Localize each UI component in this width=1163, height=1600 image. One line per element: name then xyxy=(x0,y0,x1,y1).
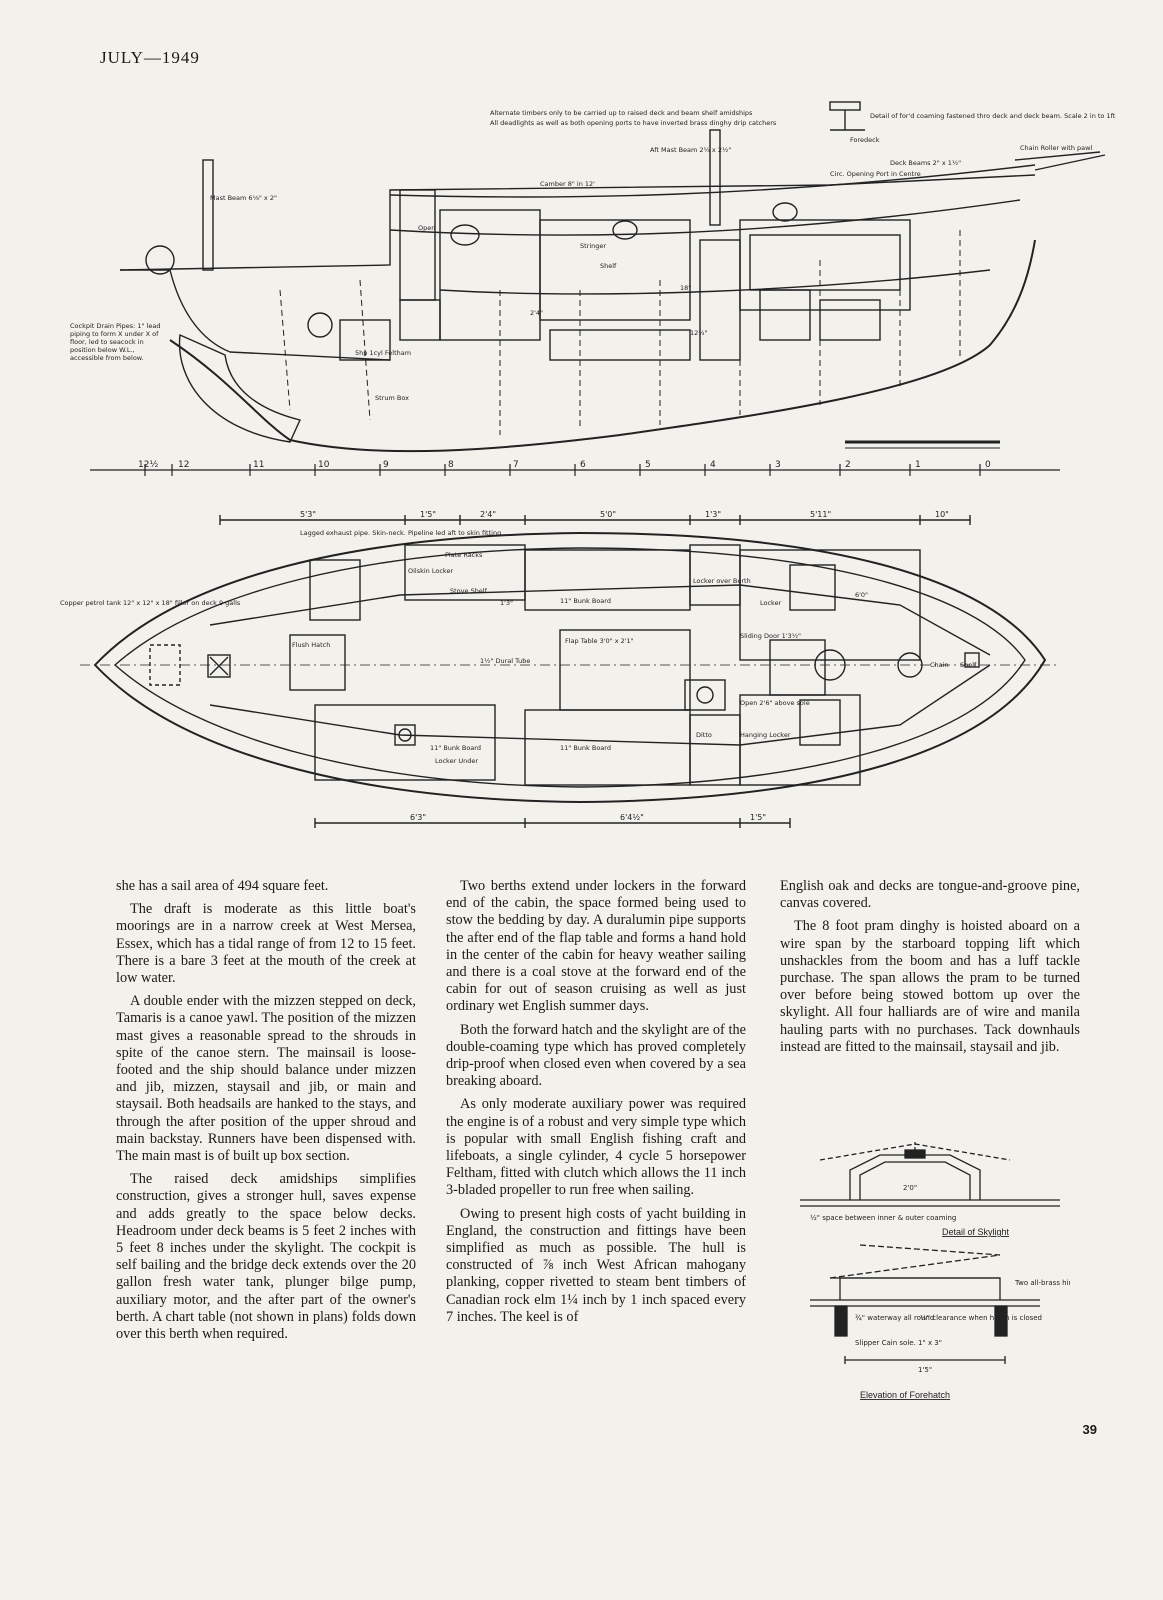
station-12: 12 xyxy=(178,460,189,470)
station-1: 1 xyxy=(915,460,921,470)
plan-drawing-svg: 5'3" 1'5" 2'4" 5'0" 1'3" 5'11" 10" 6'3" … xyxy=(60,510,1060,828)
skylight-svg: 2'0" ½" space between inner & outer coam… xyxy=(800,1140,1060,1237)
label-deck-beams: Deck Beams 2" x 1½" xyxy=(890,159,961,167)
forehatch-slipper: Slipper Cain sole. 1" x 3" xyxy=(855,1339,942,1347)
station-9: 9 xyxy=(383,460,389,470)
label-locker-over-berth: Locker over Berth xyxy=(693,577,751,585)
station-5: 5 xyxy=(645,460,651,470)
dim-top-5: 1'3" xyxy=(705,510,721,519)
col2-paragraph-4: Owing to present high costs of yacht bui… xyxy=(446,1205,746,1325)
station-3: 3 xyxy=(775,460,781,470)
dim-top-2: 1'5" xyxy=(420,510,436,519)
profile-drawing-svg: 12½ 12 11 10 9 8 7 6 5 4 3 2 1 0 Alterna… xyxy=(70,101,1116,476)
label-flush-hatch: Flush Hatch xyxy=(292,641,330,649)
label-flap-table: Flap Table 3'0" x 2'1" xyxy=(565,637,634,645)
col2-paragraph-2: Both the forward hatch and the skylight … xyxy=(446,1021,746,1090)
col1-paragraph-2: The draft is moderate as this little boa… xyxy=(116,901,416,987)
label-copper-tank: Copper petrol tank 12" x 12" x 18" fille… xyxy=(60,599,241,607)
label-oilskin: Oilskin Locker xyxy=(408,567,453,575)
label-stringer: Stringer xyxy=(580,242,606,250)
station-8: 8 xyxy=(448,460,454,470)
forehatch-clearance: ⅛" clearance when hatch is closed xyxy=(920,1314,1042,1322)
label-bunk-board-top: 11" Bunk Board xyxy=(560,597,611,605)
note-a: Alternate timbers only to be carried up … xyxy=(490,109,753,117)
forehatch-two-hinges: Two all-brass hinges xyxy=(1014,1279,1070,1287)
label-bunk-board-bot1: 11" Bunk Board xyxy=(430,744,481,752)
label-cockpit-drain: Cockpit Drain Pipes: 1" lead piping to f… xyxy=(70,322,161,362)
label-opening-port: Circ. Opening Port in Centre xyxy=(830,170,921,178)
label-mast-beam: Mast Beam 6⅛" x 2" xyxy=(210,194,277,202)
skylight-caption: Detail of Skylight xyxy=(942,1227,1010,1237)
label-dural-tube: 1½" Dural Tube xyxy=(480,657,530,665)
skylight-dim: 2'0" xyxy=(903,1184,917,1192)
dim-top-7: 10" xyxy=(935,510,949,519)
col2-paragraph-1: Two berths extend under lockers in the f… xyxy=(446,878,746,1015)
label-hanging-locker: Hanging Locker xyxy=(740,731,791,739)
station-7: 7 xyxy=(513,460,519,470)
dim-top-1: 5'3" xyxy=(300,510,316,519)
label-stove-shelf: Stove Shelf xyxy=(450,587,488,595)
label-open-above-sole: Open 2'6" above sole xyxy=(740,699,810,707)
skylight-note: ½" space between inner & outer coaming xyxy=(810,1214,956,1222)
col1-paragraph-3: A double ender with the mizzen stepped o… xyxy=(116,993,416,1165)
label-dim-12: 12¾" xyxy=(690,329,708,337)
label-dim-6-0: 6'0" xyxy=(855,591,868,599)
col3-paragraph-2: The 8 foot pram dinghy is hoisted aboard… xyxy=(780,918,1080,1055)
label-foredeck: Foredeck xyxy=(850,136,880,144)
label-shelf-bow: Shelf xyxy=(960,661,977,669)
label-ditto: Ditto xyxy=(696,731,712,739)
dim-bottom-1: 6'3" xyxy=(410,813,426,822)
dim-top-4: 5'0" xyxy=(600,510,616,519)
page-number: 39 xyxy=(1082,1422,1097,1437)
station-2: 2 xyxy=(845,460,851,470)
label-aft-mast-beam: Aft Mast Beam 2¼ x 2½" xyxy=(650,146,731,154)
label-open: Open xyxy=(418,224,435,232)
note-b: All deadlights as well as both opening p… xyxy=(490,119,777,127)
col2-paragraph-3: As only moderate auxiliary power was req… xyxy=(446,1096,746,1199)
label-chain: Chain xyxy=(930,661,949,669)
label-strum-box: Strum Box xyxy=(375,394,409,402)
station-0: 0 xyxy=(985,460,991,470)
label-exhaust: Lagged exhaust pipe. Skin-neck. Pipeline… xyxy=(300,529,501,537)
label-dim-2-4: 2'4" xyxy=(530,309,543,317)
plan-drawing: 5'3" 1'5" 2'4" 5'0" 1'3" 5'11" 10" 6'3" … xyxy=(60,505,1120,835)
label-chain-roller: Chain Roller with pawl xyxy=(1020,144,1092,152)
station-12-5: 12½ xyxy=(138,460,158,470)
station-4: 4 xyxy=(710,460,716,470)
station-10: 10 xyxy=(318,460,330,470)
page-header-date: JULY—1949 xyxy=(100,48,200,67)
article-body: she has a sail area of 494 square feet. … xyxy=(116,878,1098,1434)
dim-top-6: 5'11" xyxy=(810,510,831,519)
label-feltham: 5hp 1cyl Feltham xyxy=(355,349,411,357)
col1-paragraph-1: she has a sail area of 494 square feet. xyxy=(116,878,329,894)
label-detail-ford: Detail of for'd coaming fastened thro de… xyxy=(870,112,1116,120)
forehatch-svg: Two all-brass hinges ¾" waterway all rou… xyxy=(810,1244,1070,1400)
label-locker-under: Locker Under xyxy=(435,757,478,765)
forehatch-caption: Elevation of Forehatch xyxy=(860,1390,950,1400)
forehatch-elevation: Two all-brass hinges ¾" waterway all rou… xyxy=(800,1240,1070,1405)
station-11: 11 xyxy=(253,460,264,470)
label-dim-1-3: 1'3" xyxy=(500,599,513,607)
label-plate-racks: Plate Racks xyxy=(445,551,483,559)
article-column-2: Two berths extend under lockers in the f… xyxy=(446,878,746,1332)
station-6: 6 xyxy=(580,460,586,470)
col1-paragraph-4: The raised deck amidships simplifies con… xyxy=(116,1171,416,1343)
dim-bottom-3: 1'5" xyxy=(750,813,766,822)
label-camber: Camber 8" in 12' xyxy=(540,180,595,188)
label-sliding-door: Sliding Door 1'3½" xyxy=(740,632,801,640)
label-bunk-board-bot2: 11" Bunk Board xyxy=(560,744,611,752)
profile-drawing: 12½ 12 11 10 9 8 7 6 5 4 3 2 1 0 Alterna… xyxy=(60,90,1120,490)
label-locker: Locker xyxy=(760,599,782,607)
skylight-detail: 2'0" ½" space between inner & outer coam… xyxy=(800,1130,1070,1240)
label-dim-18: 18" xyxy=(680,284,691,292)
dim-bottom-2: 6'4½" xyxy=(620,813,644,822)
dim-top-3: 2'4" xyxy=(480,510,496,519)
forehatch-waterway: ¾" waterway all round xyxy=(855,1314,934,1322)
label-shelf: Shelf xyxy=(600,262,617,270)
forehatch-dim: 1'5" xyxy=(918,1366,932,1374)
article-column-1: she has a sail area of 494 square feet. … xyxy=(116,878,416,1349)
article-column-3: English oak and decks are tongue-and-gro… xyxy=(780,878,1080,1062)
col3-paragraph-1: English oak and decks are tongue-and-gro… xyxy=(780,878,1080,912)
